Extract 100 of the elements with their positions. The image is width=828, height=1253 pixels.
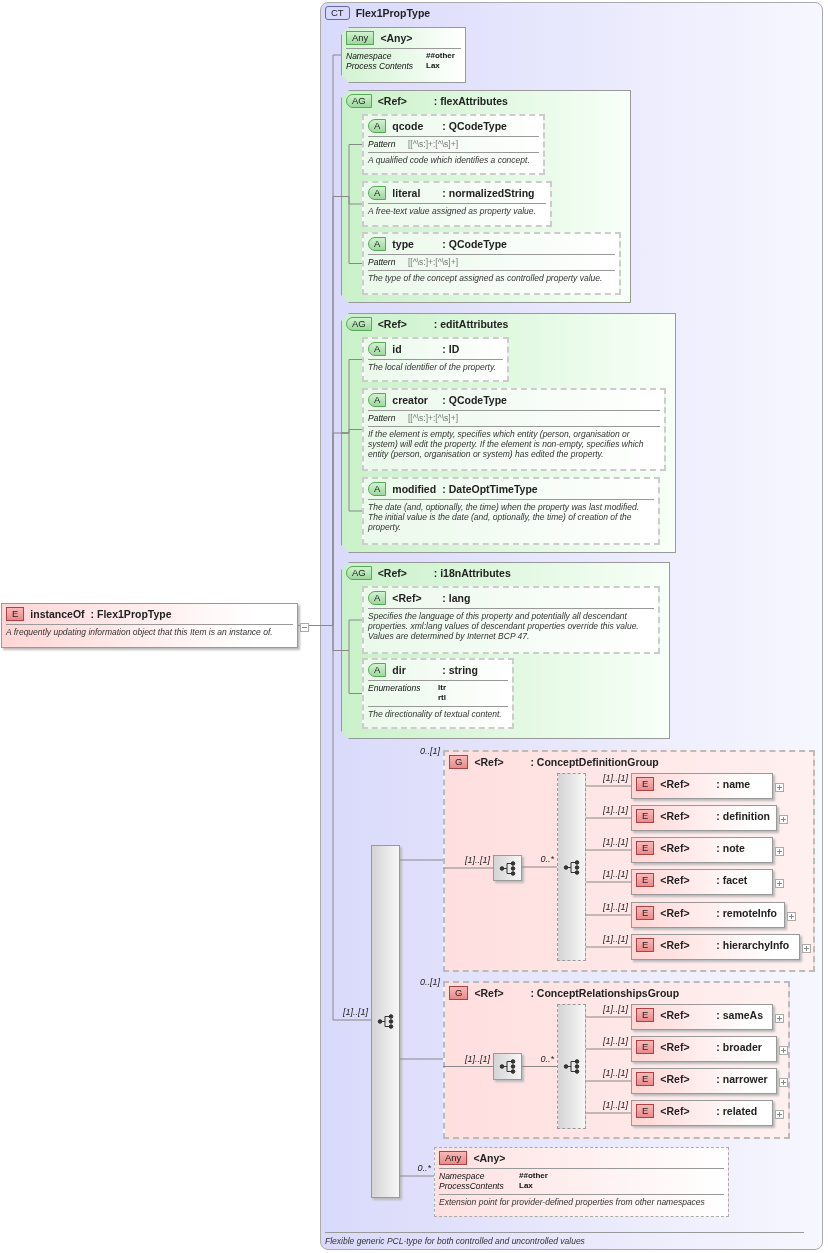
item-name: <Ref>: [474, 756, 505, 768]
element-box: [631, 1036, 777, 1062]
attribute-box: [362, 388, 666, 471]
item-name: creator: [392, 394, 429, 406]
type-name: : broader: [716, 1041, 762, 1053]
description: A qualified code which identifies a concept.: [368, 152, 539, 167]
type-name: : flexAttributes: [433, 95, 508, 107]
element-box: [631, 934, 800, 960]
cardinality-label: [1]..[1]: [465, 1053, 490, 1064]
property-value: ##other: [519, 1171, 548, 1181]
description: A free-text value assigned as property value.: [368, 203, 546, 218]
item-name: <Ref>: [392, 592, 423, 604]
cardinality-label: [1]..[1]: [603, 1068, 628, 1078]
group-panel: [443, 981, 790, 1139]
cardinality-label: [1]..[1]: [603, 837, 628, 847]
item-name: <Any>: [473, 1152, 506, 1164]
attribute-box: [362, 658, 514, 729]
type-name: : string: [442, 664, 478, 676]
kind-badge: E: [636, 841, 655, 855]
element-box: [631, 805, 777, 831]
kind-badge: A: [368, 237, 387, 251]
element-box: [631, 1004, 773, 1030]
type-name: : name: [716, 778, 751, 790]
type-name: : remoteInfo: [716, 907, 777, 919]
kind-badge: E: [636, 809, 655, 823]
type-name: : facet: [716, 874, 748, 886]
kind-badge: E: [636, 777, 655, 791]
item-name: <Ref>: [660, 1105, 691, 1117]
kind-badge: A: [368, 663, 387, 677]
property-key: Namespace: [439, 1171, 519, 1181]
item-name: instanceOf: [30, 608, 85, 620]
cardinality-label: [1]..[1]: [603, 934, 628, 944]
group-panel: [443, 750, 815, 972]
connector-line: [585, 914, 632, 916]
connector-line: [585, 785, 632, 787]
sequence-box: [493, 855, 522, 881]
item-name: <Ref>: [660, 842, 691, 854]
description: The date (and, optionally, the time) when the property was last modified. The initial value is the date (and, optionally, the time) of creation of the property.: [368, 499, 654, 534]
element-box: [631, 773, 773, 799]
complex-type-panel: [320, 2, 823, 1250]
item-name: <Ref>: [474, 987, 505, 999]
cardinality-label: 0..*: [540, 1053, 554, 1064]
connector-line: [521, 866, 558, 868]
cardinality-label: [1]..[1]: [343, 1007, 368, 1017]
kind-badge: A: [368, 342, 387, 356]
attribute-box: [362, 114, 545, 175]
item-name: <Any>: [380, 32, 413, 44]
kind-badge: G: [449, 755, 469, 769]
kind-badge: E: [636, 1072, 655, 1086]
sequence-box: [493, 1053, 522, 1080]
item-name: <Ref>: [377, 318, 408, 330]
description: Extension point for provider-defined properties from other namespaces: [439, 1194, 724, 1209]
attribute-box: [362, 181, 552, 227]
type-name: : Flex1PropType: [90, 608, 172, 620]
wildcard-box: [341, 27, 466, 83]
kind-badge: Any: [346, 31, 375, 45]
item-name: id: [392, 343, 403, 355]
type-name: : hierarchyInfo: [716, 939, 790, 951]
cardinality-label: [1]..[1]: [603, 805, 628, 815]
connector-line: [442, 1066, 494, 1067]
enumeration-value: rtl: [438, 693, 446, 703]
connector-line: [521, 1066, 558, 1067]
item-name: <Ref>: [660, 778, 691, 790]
property-value: [[^\s:]+:[^\s]+]: [408, 257, 459, 267]
cardinality-label: 0..*: [540, 854, 554, 864]
property-key: Pattern: [368, 257, 408, 267]
kind-badge: E: [636, 938, 655, 952]
item-name: <Ref>: [660, 1041, 691, 1053]
attribute-box: [362, 477, 660, 545]
connector-line: [585, 1016, 632, 1018]
type-name: : editAttributes: [433, 318, 509, 330]
connector-line: [585, 849, 632, 851]
element-box: [1, 603, 298, 648]
connector-line: [399, 859, 444, 861]
connector-line: [442, 867, 494, 869]
property-key: Process Contents: [346, 61, 426, 71]
sequence-box: [557, 773, 586, 961]
kind-badge: A: [368, 482, 387, 496]
item-name: Flex1PropType: [355, 7, 431, 19]
property-key: ProcessContents: [439, 1181, 519, 1191]
description: The local identifier of the property.: [368, 359, 503, 374]
type-name: : ID: [442, 343, 460, 355]
connector-line: [585, 881, 632, 883]
item-name: <Ref>: [377, 567, 408, 579]
cardinality-label: [1]..[1]: [603, 1100, 628, 1110]
type-name: : normalizedString: [442, 187, 535, 199]
cardinality-label: [1]..[1]: [603, 869, 628, 879]
cardinality-label: [1]..[1]: [603, 1036, 628, 1046]
type-name: : QCodeType: [442, 394, 507, 406]
cardinality-label: [1]..[1]: [465, 855, 490, 865]
kind-badge: E: [636, 1040, 655, 1054]
item-name: qcode: [392, 120, 425, 132]
cardinality-label: [1]..[1]: [603, 773, 628, 783]
property-value: Lax: [426, 61, 440, 71]
kind-badge: AG: [346, 566, 372, 580]
property-value: ##other: [426, 51, 455, 61]
attribute-group-panel: [341, 313, 676, 553]
connector-line: [585, 1048, 632, 1050]
cardinality-label: [1]..[1]: [603, 902, 628, 912]
sequence-box: [557, 1004, 586, 1129]
